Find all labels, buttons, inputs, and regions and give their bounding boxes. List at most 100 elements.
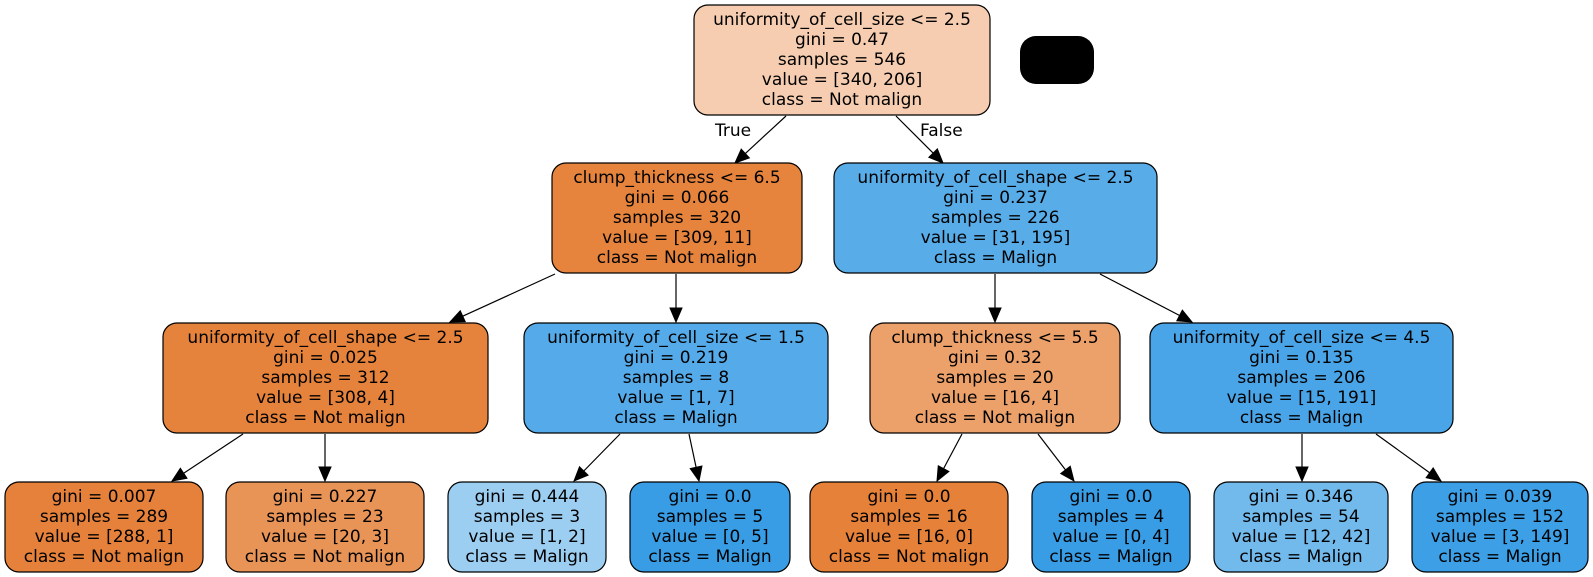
node-class-text: class = Not malign — [829, 547, 989, 567]
arrowhead-icon — [734, 148, 751, 164]
arrowhead-icon — [1059, 465, 1075, 483]
node-class-text: class = Malign — [934, 248, 1057, 268]
node-split-text: uniformity_of_cell_size <= 1.5 — [547, 328, 805, 348]
node-box — [629, 481, 791, 573]
edge-n8-n9 — [988, 274, 1002, 324]
edge-n12-n14 — [1375, 433, 1443, 482]
edge-n12-n13 — [1295, 434, 1309, 483]
edge-line — [583, 433, 621, 472]
node-split-text: uniformity_of_cell_size <= 4.5 — [1173, 328, 1431, 348]
node-gini-text: gini = 0.0 — [668, 487, 751, 507]
node-class-text: class = Not malign — [597, 248, 757, 268]
arrowhead-icon — [170, 467, 188, 482]
node-class-text: class = Not malign — [24, 547, 184, 567]
edge-n9-n11 — [1037, 433, 1075, 483]
node-samples-text: samples = 4 — [1058, 507, 1165, 527]
node-samples-text: samples = 152 — [1436, 507, 1564, 527]
node-samples-text: samples = 289 — [40, 507, 168, 527]
node-value-text: value = [16, 0] — [845, 527, 973, 547]
arrowhead-icon — [1425, 467, 1443, 482]
arrowhead-icon — [689, 465, 703, 483]
node-gini-text: gini = 0.444 — [475, 487, 580, 507]
node-box — [809, 481, 1009, 573]
arrowhead-icon — [988, 307, 1002, 324]
node-class-text: class = Malign — [614, 408, 737, 428]
node-value-text: value = [308, 4] — [256, 388, 395, 408]
node-samples-text: samples = 54 — [1242, 507, 1359, 527]
edge-n5-n6 — [573, 433, 621, 482]
node-box — [225, 481, 425, 573]
node-split-text: clump_thickness <= 6.5 — [573, 168, 780, 188]
node-class-text: class = Malign — [1438, 547, 1561, 567]
node-gini-text: gini = 0.219 — [624, 348, 729, 368]
node-value-text: value = [1, 7] — [617, 388, 734, 408]
edge-line — [744, 115, 787, 154]
edge-n1-n5 — [669, 274, 683, 324]
node-gini-text: gini = 0.346 — [1249, 487, 1354, 507]
arrowhead-icon — [927, 147, 944, 164]
edge-n2-n4 — [318, 434, 332, 483]
arrowhead-icon — [669, 307, 683, 324]
node-split-text: clump_thickness <= 5.5 — [891, 328, 1098, 348]
node-gini-text: gini = 0.32 — [948, 348, 1042, 368]
arrowhead-icon — [936, 465, 950, 483]
node-samples-text: samples = 8 — [623, 368, 730, 388]
edge-line — [1037, 433, 1066, 471]
node-value-text: value = [340, 206] — [762, 70, 922, 90]
arrowhead-icon — [318, 466, 332, 483]
edge-n9-n10 — [936, 433, 963, 483]
edge-line — [895, 115, 934, 154]
node-value-text: value = [1, 2] — [468, 527, 585, 547]
node-split-text: uniformity_of_cell_shape <= 2.5 — [187, 328, 463, 348]
node-value-text: value = [0, 5] — [651, 527, 768, 547]
node-class-text: class = Not malign — [245, 547, 405, 567]
node-box — [1149, 322, 1454, 434]
node-box — [447, 481, 607, 573]
node-class-text: class = Malign — [1049, 547, 1172, 567]
node-class-text: class = Not malign — [915, 408, 1075, 428]
edge-line — [1375, 433, 1431, 474]
node-gini-text: gini = 0.025 — [273, 348, 378, 368]
edge-line — [1099, 273, 1180, 317]
node-samples-text: samples = 16 — [850, 507, 967, 527]
node-box — [4, 481, 204, 573]
node-samples-text: samples = 5 — [657, 507, 764, 527]
arrowhead-icon — [1295, 466, 1309, 483]
edge-n0-n8: False — [895, 115, 963, 164]
node-box — [833, 162, 1158, 274]
edge-line — [462, 273, 556, 317]
node-class-text: class = Malign — [465, 547, 588, 567]
node-split-text: uniformity_of_cell_size <= 2.5 — [713, 10, 971, 30]
node-box — [523, 322, 829, 434]
edge-line — [183, 433, 244, 474]
node-box — [1031, 481, 1191, 573]
node-samples-text: samples = 206 — [1237, 368, 1365, 388]
edge-line — [688, 433, 697, 468]
node-samples-text: samples = 226 — [931, 208, 1059, 228]
edge-n1-n2 — [448, 273, 556, 323]
node-value-text: value = [15, 191] — [1227, 388, 1377, 408]
node-gini-text: gini = 0.039 — [1448, 487, 1553, 507]
node-samples-text: samples = 312 — [261, 368, 389, 388]
node-samples-text: samples = 320 — [613, 208, 741, 228]
node-class-text: class = Malign — [648, 547, 771, 567]
node-gini-text: gini = 0.066 — [625, 188, 730, 208]
edge-label-false: False — [920, 121, 963, 141]
node-class-text: class = Malign — [1239, 547, 1362, 567]
nodes-layer: uniformity_of_cell_size <= 2.5 gini = 0.4… — [4, 4, 1589, 573]
node-box — [693, 4, 991, 116]
